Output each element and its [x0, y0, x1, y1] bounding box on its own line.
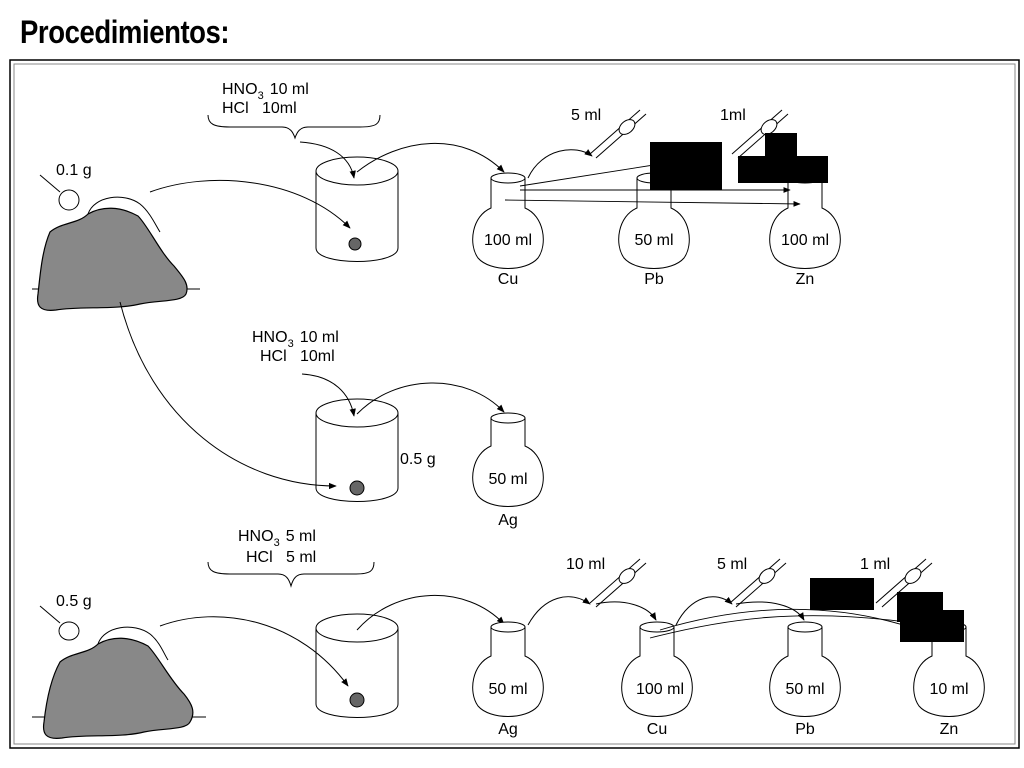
flask-element-pb-3: Pb — [795, 721, 815, 738]
redacted-block-4 — [810, 578, 874, 610]
flask-volume-zn-1: 100 ml — [781, 232, 829, 249]
flask-ag-3 — [472, 621, 544, 717]
flask-element-zn-1: Zn — [796, 271, 815, 288]
arrow-pipette-to-cu-3 — [595, 601, 657, 621]
pipette-label-10ml-3: 10 ml — [566, 556, 605, 573]
pipette-5ml-1 — [589, 109, 647, 159]
pipette-label-5ml-1: 5 ml — [571, 107, 601, 124]
flask-volume-cu-3: 100 ml — [636, 681, 684, 698]
beaker-1 — [315, 156, 399, 262]
sample-mass-1: 0.1 g — [56, 162, 92, 179]
reagent-brace-1 — [207, 114, 381, 140]
arrow-cu-to-zn-2 — [504, 199, 801, 207]
rock-sample-3 — [32, 626, 206, 739]
arrow-reagent-to-beaker-2 — [301, 373, 356, 417]
pipette-5ml-3 — [729, 558, 787, 608]
arrow-ag-to-pipette-3 — [527, 596, 591, 626]
arrow-sample-to-beaker-3 — [159, 616, 349, 687]
redacted-block-2 — [765, 133, 797, 157]
flask-volume-ag-2: 50 ml — [488, 471, 527, 488]
pipette-1ml-1 — [731, 109, 789, 159]
arrow-reagent-to-beaker-1 — [299, 141, 356, 179]
diagram-frame — [9, 59, 1020, 749]
pipette-label-1ml-1: 1ml — [720, 107, 746, 124]
arrow-pipette-to-pb-3 — [735, 601, 805, 621]
reagent-hcl-3: HCl 5 ml — [246, 549, 316, 566]
arrow-cu-to-zn-4 — [659, 608, 931, 635]
flask-element-ag-2: Ag — [498, 512, 518, 529]
pipette-10ml-3 — [589, 558, 647, 608]
flask-volume-zn-3: 10 ml — [929, 681, 968, 698]
page-title: Procedimientos: — [20, 14, 230, 50]
sample-mass-3: 0.5 g — [56, 593, 92, 610]
flask-volume-cu-1: 100 ml — [484, 232, 532, 249]
flask-element-cu-1: Cu — [498, 271, 518, 288]
flask-cu-1 — [472, 172, 544, 269]
reagent-hcl-2: HCl 10ml — [260, 348, 335, 365]
flask-element-pb-1: Pb — [644, 271, 664, 288]
pipette-label-1ml-3: 1 ml — [860, 556, 890, 573]
arrow-cu-to-pipette-1 — [527, 149, 593, 179]
reagent-hcl-1: HCl 10ml — [222, 100, 297, 117]
beaker-3 — [315, 613, 399, 718]
flask-volume-ag-3: 50 ml — [488, 681, 527, 698]
flask-element-ag-3: Ag — [498, 721, 518, 738]
redacted-block-1 — [650, 142, 722, 190]
weigh-pan-3 — [39, 605, 80, 641]
beaker-mass-2: 0.5 g — [400, 451, 436, 468]
pipette-1ml-3 — [875, 558, 933, 608]
weigh-pan-1 — [39, 174, 80, 211]
flask-pb-3 — [769, 621, 841, 717]
arrow-cu-to-pb-1 — [519, 162, 661, 187]
flask-volume-pb-3: 50 ml — [785, 681, 824, 698]
flask-volume-pb-1: 50 ml — [634, 232, 673, 249]
flask-element-zn-3: Zn — [940, 721, 959, 738]
pipette-label-5ml-3: 5 ml — [717, 556, 747, 573]
reagent-brace-3 — [207, 561, 375, 588]
arrow-beaker-to-ag-3 — [356, 595, 505, 631]
flask-ag-2 — [472, 412, 544, 507]
redacted-block-3 — [738, 156, 828, 183]
flask-cu-3 — [621, 621, 693, 717]
beaker-2 — [315, 398, 399, 502]
rock-sample-1 — [32, 196, 200, 311]
arrow-rock-to-beaker-2 — [119, 301, 337, 490]
arrow-cu-to-pipette-3 — [675, 596, 733, 626]
flask-element-cu-3: Cu — [647, 721, 667, 738]
redacted-block-6 — [900, 610, 964, 642]
flask-zn-1 — [769, 172, 841, 269]
arrow-beaker-to-cu-1 — [356, 143, 505, 173]
arrow-beaker-to-ag-2 — [356, 382, 505, 415]
arrow-sample-to-beaker-1 — [149, 179, 351, 229]
diagram-inner-frame — [13, 63, 1016, 745]
arrow-cu-to-zn-3 — [649, 615, 921, 639]
